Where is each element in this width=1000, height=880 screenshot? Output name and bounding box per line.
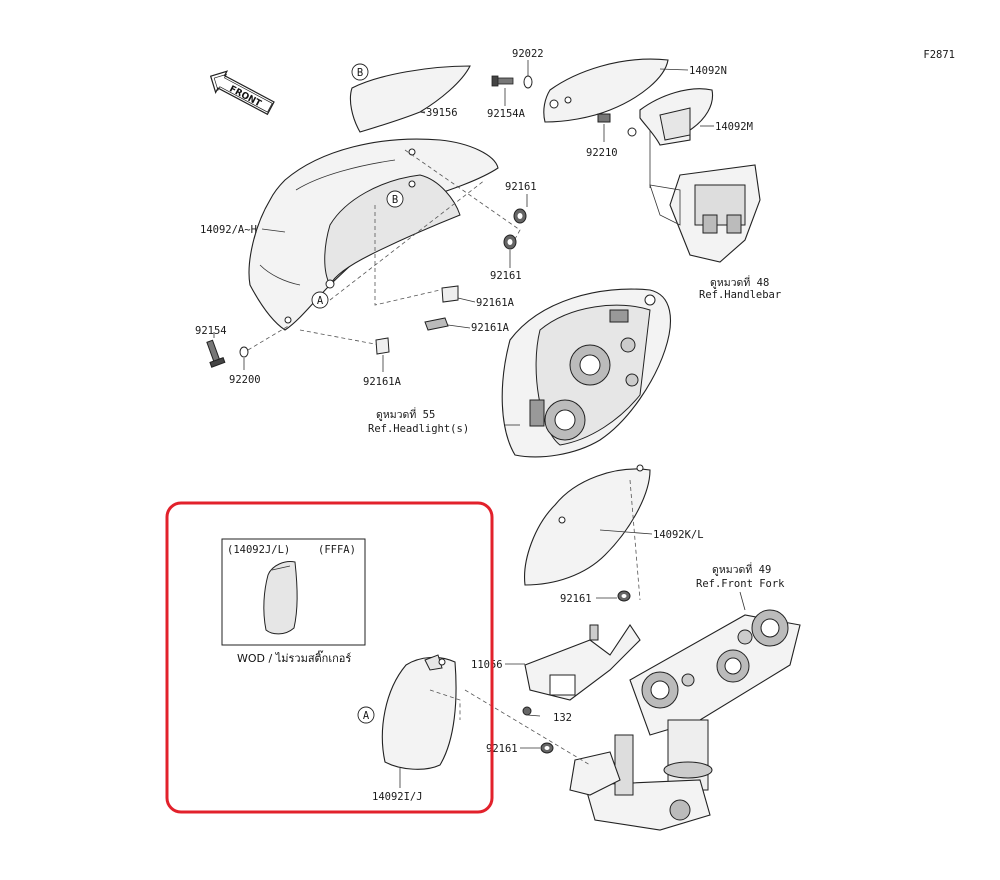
label-14092kl: 14092K/L [653,529,704,541]
pad-92161a-a [441,285,459,303]
label-14092-a-h: 14092/A~H [200,224,257,236]
grommet-92161-c [617,590,631,602]
bolt-92154a [491,75,514,87]
side-cover-14092j-l-inset [263,561,298,635]
inset-variant-code: (FFFA) [318,544,356,556]
callout-b-top [351,63,369,81]
bolt-92154 [206,339,226,368]
label-92161-d: 92161 [486,743,518,755]
washer-92022 [523,75,533,89]
label-14092m: 14092M [715,121,753,133]
highlight-box [165,501,494,814]
callout-a-inset [357,706,375,724]
upper-cowl-14092 [248,138,499,331]
label-92161a-b: 92161A [471,322,510,334]
side-cover-14092i-j [381,654,461,770]
front-fork-assembly [584,609,801,831]
label-92200: 92200 [229,374,261,386]
label-14092n: 14092N [689,65,727,77]
label-92161a-c: 92161A [363,376,402,388]
label-92161-c: 92161 [560,593,592,605]
ref-frontfork-en: Ref.Front Fork [696,578,785,590]
ref-frontfork-th: ดูหมวดที่ 49 [712,562,771,576]
handlebar-bracket [649,164,761,263]
inset-model-code: (14092J/L) [227,544,290,556]
grommet-92161-a [513,208,527,224]
bolt-132 [522,706,541,717]
label-11056: 11056 [471,659,503,671]
label-92161-b: 92161 [490,270,522,282]
bracket-14092m [627,88,714,146]
label-92154a: 92154A [487,108,526,120]
pad-92161a-c [375,337,390,355]
washer-92200 [239,346,249,358]
label-92161a-a: 92161A [476,297,515,309]
grommet-92161-b [503,234,517,250]
ref-headlight-en: Ref.Headlight(s) [368,423,469,435]
headlight-assembly [501,288,671,458]
callout-b-top-label: B [357,67,363,79]
collar-92210 [597,113,611,123]
label-92154: 92154 [195,325,227,337]
callout-b-inner [386,190,404,208]
callout-b-inner-label: B [392,194,398,206]
pad-92161a-b [424,317,449,331]
label-92210: 92210 [586,147,618,159]
bracket-11056 [524,624,641,701]
lower-bracket [569,751,621,796]
label-92161-a: 92161 [505,181,537,193]
label-92022: 92022 [512,48,544,60]
label-14092i-j: 14092I/J [372,791,423,803]
ref-headlight-th: ดูหมวดที่ 55 [376,407,435,421]
ref-handlebar-th: ดูหมวดที่ 48 [710,275,769,289]
cover-14092kl [524,464,651,586]
callout-a-cowl [311,291,329,309]
callout-a-inset-label: A [363,710,370,722]
cover-14092n [543,58,669,123]
label-132: 132 [553,712,572,724]
windscreen-39156 [349,65,471,133]
inset-caption: WOD / ไม่รวมสติ๊กเกอร์ [237,650,351,665]
ref-handlebar-en: Ref.Handlebar [699,289,781,301]
front-direction-arrow: FRONT [209,70,275,116]
callout-a-cowl-label: A [317,295,324,307]
figure-code: F2871 [923,49,955,61]
label-39156: 39156 [426,107,458,119]
grommet-92161-d [540,742,554,754]
